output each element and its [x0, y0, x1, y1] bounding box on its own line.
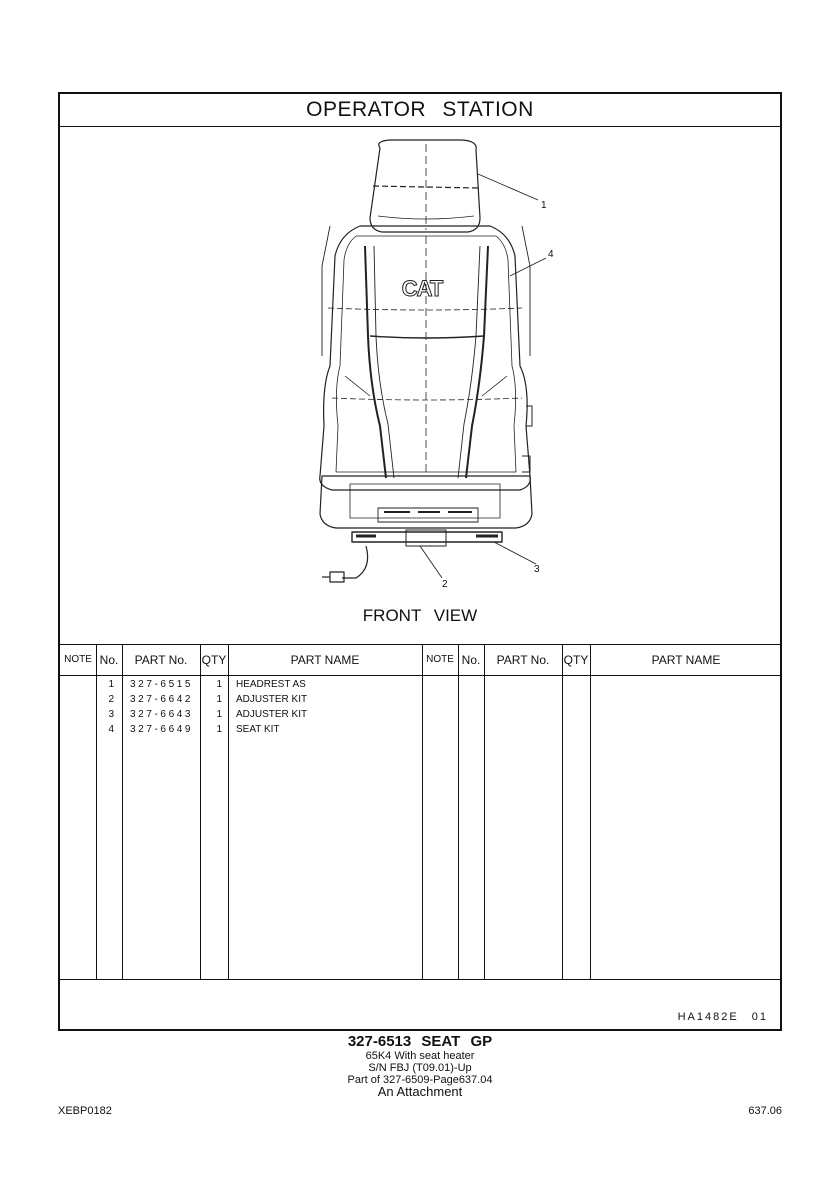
header-divider: [60, 675, 780, 676]
header-part-name: PART NAME: [290, 653, 360, 667]
header-note: NOTE: [64, 654, 92, 665]
header-qty: QTY: [201, 653, 227, 667]
quantity: 1: [216, 694, 222, 705]
seat-illustration: CAT 1 4 3 2: [319, 139, 554, 590]
seat-base: [319, 475, 533, 529]
quantity: 1: [216, 724, 222, 735]
header-note-right: NOTE: [426, 654, 454, 665]
callout-3: 3: [534, 564, 540, 575]
drawing-reference-code: HA1482E 01: [677, 1011, 768, 1023]
view-label: FRONT VIEW: [362, 606, 478, 625]
backrest-outline: [319, 225, 531, 491]
sheet-title: OPERATOR STATION: [306, 98, 534, 121]
col-divider: [96, 645, 97, 979]
row-number: 4: [108, 724, 114, 735]
header-part-no: PART No.: [134, 653, 188, 667]
page-number: 637.06: [748, 1105, 782, 1117]
callout-2: 2: [442, 579, 448, 590]
part-name: ADJUSTER KIT: [236, 709, 308, 720]
parts-list-table: NOTE No. PART No. QTY PART NAME NOTE No.…: [60, 644, 780, 980]
drawing-sheet: OPERATOR STATION: [58, 92, 782, 1031]
quantity: 1: [216, 709, 222, 720]
col-divider: [122, 645, 123, 979]
headrest-outline: [369, 139, 481, 233]
part-number: 327-6643: [130, 709, 194, 720]
row-number: 1: [108, 679, 114, 690]
table-row: 4 327-6649 1 SEAT KIT: [60, 722, 780, 737]
part-number: 327-6649: [130, 724, 194, 735]
row-number: 3: [108, 709, 114, 720]
callout-4: 4: [548, 249, 554, 260]
table-row: 2 327-6642 1 ADJUSTER KIT: [60, 692, 780, 707]
heater-cable: [342, 545, 369, 579]
col-divider: [422, 645, 423, 979]
heater-connector: [329, 571, 345, 583]
part-number: 327-6642: [130, 694, 194, 705]
col-divider: [590, 645, 591, 979]
col-divider: [562, 645, 563, 979]
header-no-right: No.: [461, 653, 481, 667]
sheet-footer: HA1482E 01: [60, 980, 780, 1031]
part-name: SEAT KIT: [236, 724, 280, 735]
caption-line: 65K4 With seat heater: [365, 1050, 475, 1062]
drawing-area: CAT 1 4 3 2 FRONT VIEW: [60, 126, 780, 644]
group-title: 327-6513 SEAT GP: [347, 1033, 493, 1050]
header-part-name-right: PART NAME: [651, 653, 721, 667]
caption-line: Part of 327-6509-Page637.04: [347, 1074, 493, 1086]
col-divider: [200, 645, 201, 979]
quantity: 1: [216, 679, 222, 690]
title-row: OPERATOR STATION: [60, 94, 780, 127]
callout-1: 1: [541, 200, 547, 211]
publication-id: XEBP0182: [58, 1105, 112, 1117]
cat-logo: CAT: [402, 276, 444, 301]
table-row: 1 327-6515 1 HEADREST AS: [60, 677, 780, 692]
part-number: 327-6515: [130, 679, 194, 690]
part-name: ADJUSTER KIT: [236, 694, 308, 705]
col-divider: [458, 645, 459, 979]
header-part-no-right: PART No.: [496, 653, 550, 667]
col-divider: [484, 645, 485, 979]
table-row: 3 327-6643 1 ADJUSTER KIT: [60, 707, 780, 722]
row-number: 2: [108, 694, 114, 705]
caption-line: An Attachment: [377, 1084, 463, 1099]
header-no: No.: [99, 653, 119, 667]
header-qty-right: QTY: [563, 653, 589, 667]
caption-line: S/N FBJ (T09.01)-Up: [368, 1062, 472, 1074]
group-caption: 327-6513 SEAT GP 65K4 With seat heater S…: [0, 1033, 840, 1099]
part-name: HEADREST AS: [236, 679, 306, 690]
col-divider: [228, 645, 229, 979]
